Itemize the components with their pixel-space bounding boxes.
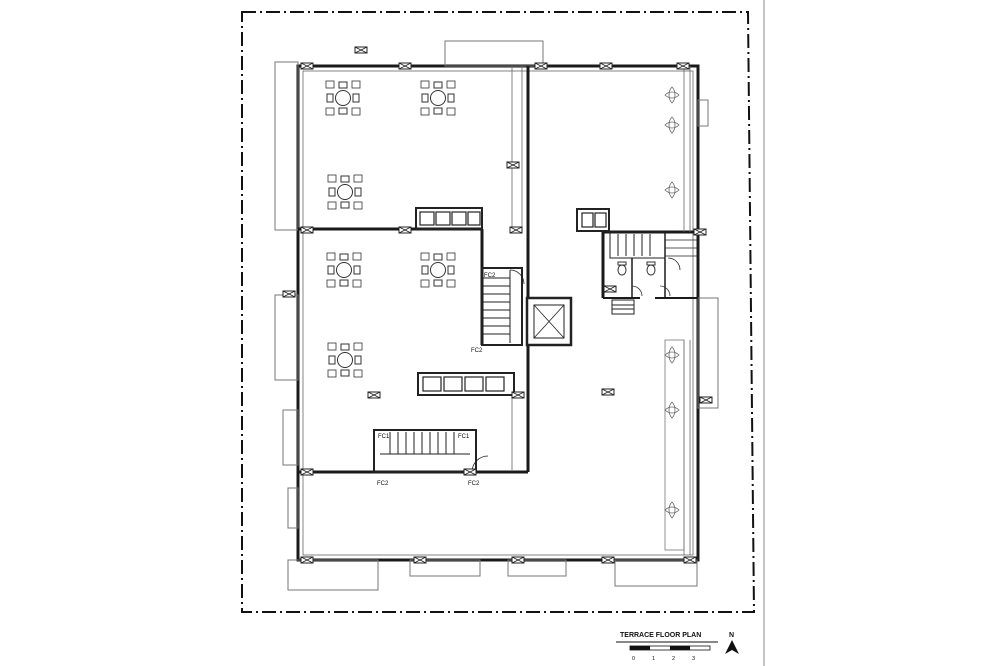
central-staircase [481,267,525,346]
scale-label-0: 0 [632,656,635,662]
north-label: N [729,632,734,639]
north-arrow-icon [725,640,739,654]
exterior-walls [296,64,700,562]
interior-walls [298,66,698,555]
counters [415,207,610,396]
plant-icon [664,86,680,519]
site-boundary [241,11,756,613]
fc1-tag-right: FC1 [458,434,470,440]
toilet-icon [617,261,671,297]
fc2-tag-bottom-left: FC2 [377,481,389,487]
external-projections [274,40,719,591]
fc2-tag-stair-top: FC2 [484,273,496,279]
window-markers [282,46,713,564]
service-core [609,231,698,315]
fc1-tag-left: FC1 [378,434,390,440]
lower-staircase [373,429,489,473]
scale-bar [629,645,711,651]
drawing-title: TERRACE FLOOR PLAN [620,632,701,639]
lift-shaft [525,296,573,347]
scale-label-2: 2 [672,656,675,662]
scale-label-1: 1 [652,656,655,662]
fc2-tag-bottom-right: FC2 [468,481,480,487]
fc2-tag-stair: FC2 [471,348,483,354]
scale-label-3: 3 [692,656,695,662]
